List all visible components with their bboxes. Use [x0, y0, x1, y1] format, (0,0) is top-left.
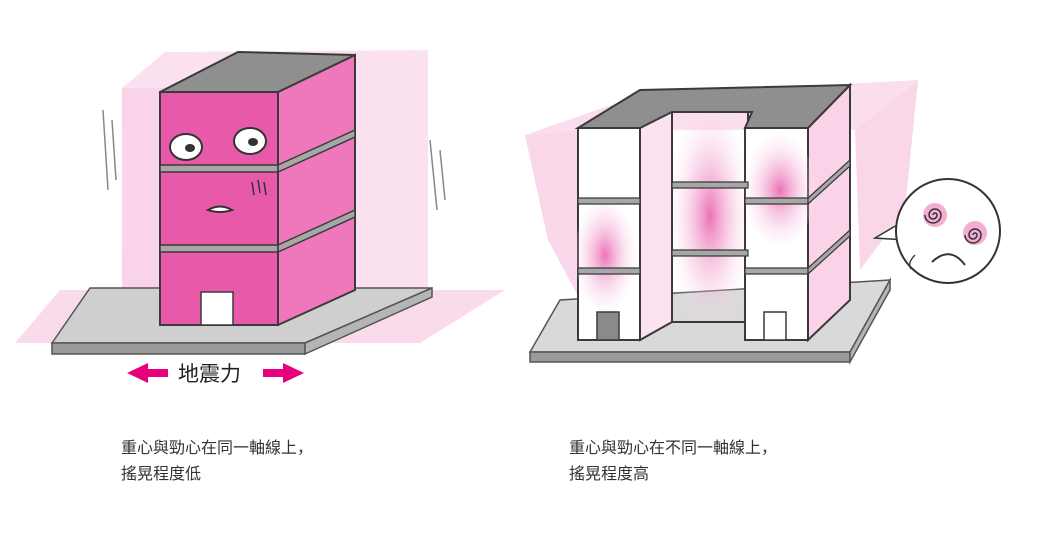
right-middle-block — [671, 109, 749, 323]
right-building-roof — [574, 83, 853, 129]
right-left-wing-side — [639, 108, 673, 342]
dizzy-face-bubble — [872, 178, 1001, 284]
left-caption-line1: 重心與勁心在同一軸線上， — [121, 438, 314, 457]
right-pink-glow-right — [745, 135, 815, 245]
seismic-force-label: 地震力 — [178, 362, 241, 386]
right-caption-line1: 重心與勁心在不同一軸線上， — [569, 438, 778, 457]
spiral-eye-left-icon — [924, 208, 942, 224]
left-shake-lines — [102, 109, 446, 211]
right-floor-bands — [577, 158, 851, 276]
right-door-right — [763, 311, 787, 341]
right-building-illustration — [525, 80, 1001, 365]
left-door — [200, 291, 234, 326]
right-door-left — [596, 311, 620, 341]
arrow-left-icon — [127, 363, 168, 383]
arrow-right-icon — [263, 363, 304, 383]
left-floor-bands — [159, 128, 356, 254]
right-caption-line2: 搖晃程度高 — [569, 464, 650, 483]
left-building-illustration: 地震力 — [15, 50, 505, 386]
left-building-face — [169, 127, 267, 213]
spiral-eye-right-icon — [964, 228, 982, 244]
right-caption: 重心與勁心在不同一軸線上， 搖晃程度高 — [569, 435, 777, 487]
right-pink-glow-left — [575, 200, 635, 310]
right-right-wing-side — [807, 82, 851, 343]
left-caption-line2: 搖晃程度低 — [121, 464, 202, 483]
seismic-force-arrows: 地震力 — [127, 362, 304, 386]
left-building-roof — [159, 50, 356, 93]
left-building-side — [277, 53, 356, 327]
left-caption: 重心與勁心在同一軸線上， 搖晃程度低 — [121, 435, 313, 487]
